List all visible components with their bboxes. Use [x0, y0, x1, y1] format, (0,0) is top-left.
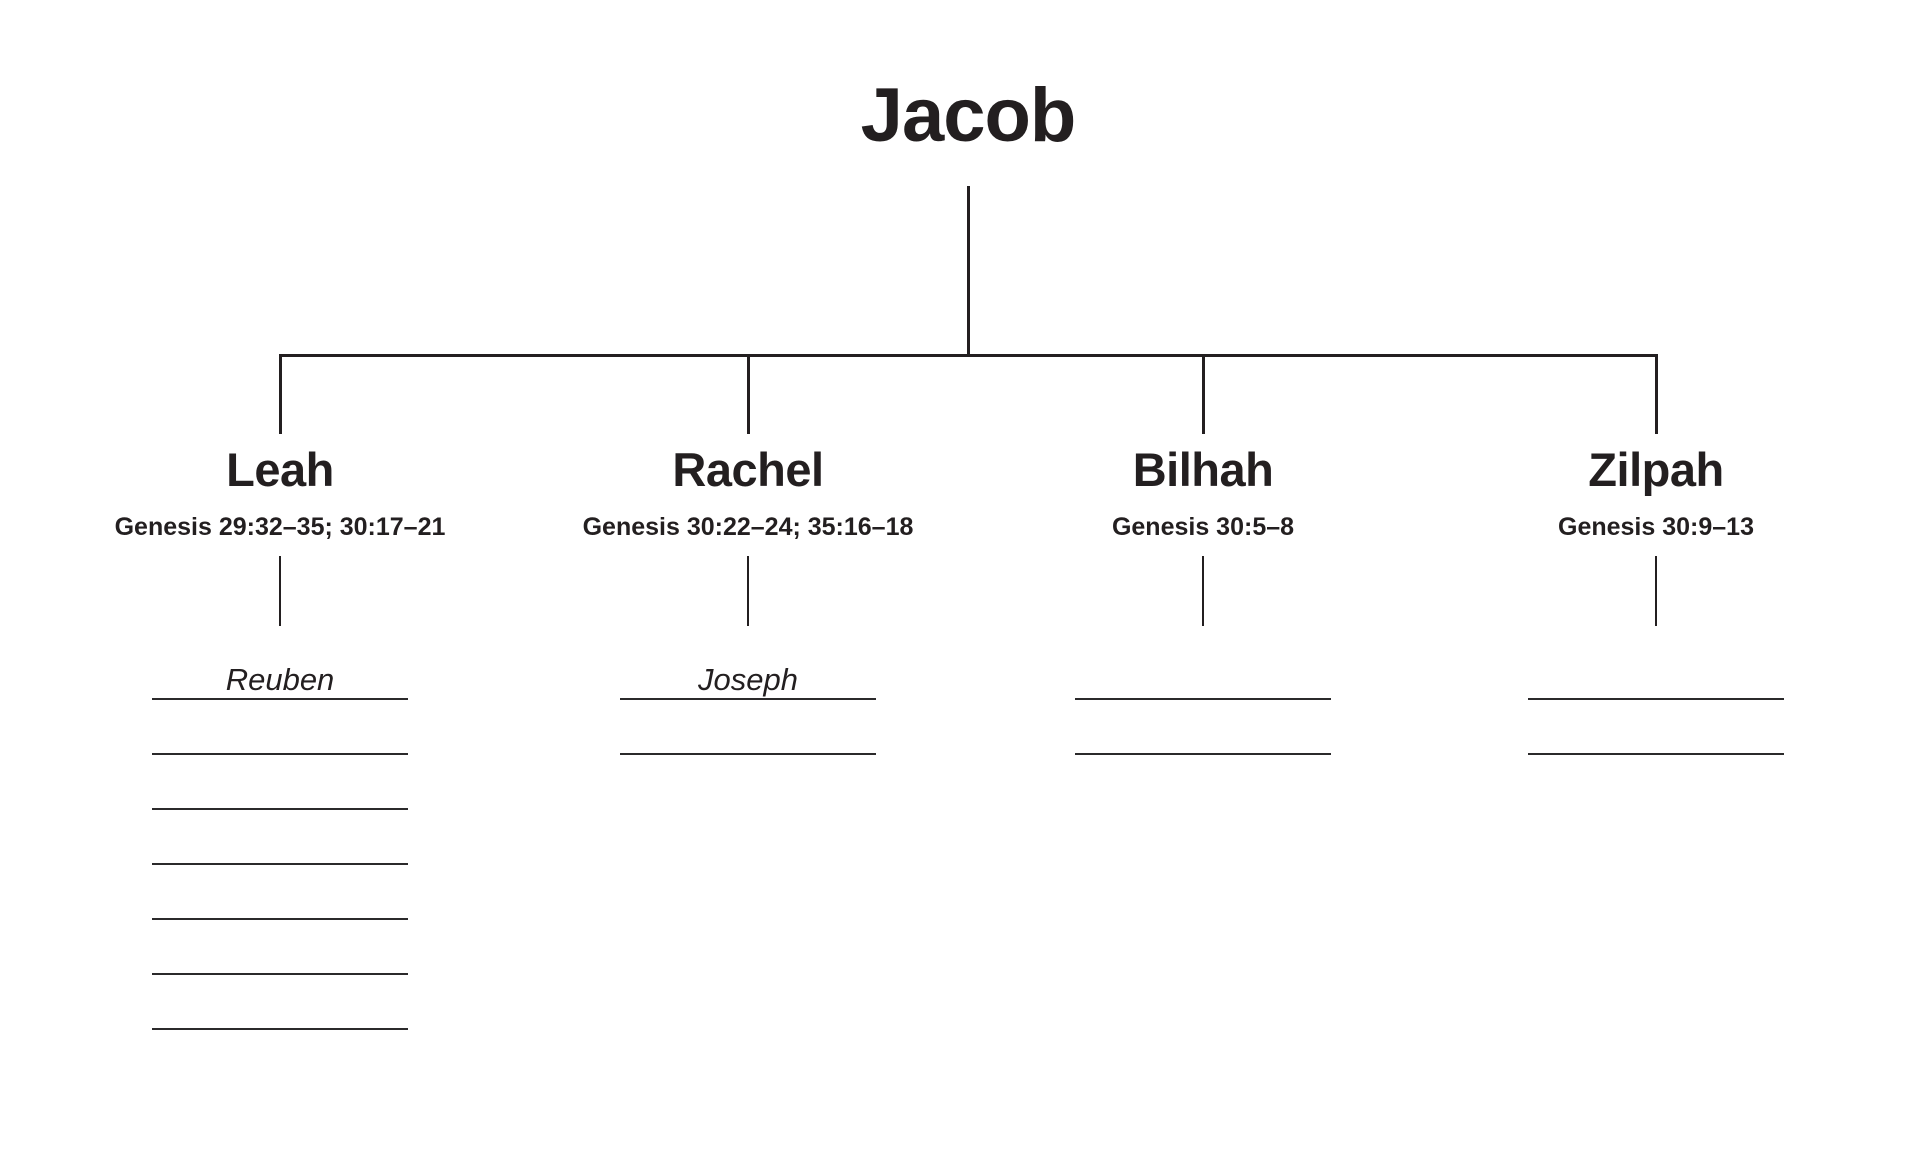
wife-column-bilhah: Bilhah Genesis 30:5–8	[973, 0, 1433, 1151]
children-entry-lines	[1075, 645, 1331, 755]
fill-in-blank-line	[620, 700, 876, 755]
wife-name: Bilhah	[1132, 443, 1274, 496]
root-name-jacob: Jacob	[860, 73, 1077, 158]
child-name-entry: Reuben	[225, 662, 335, 697]
children-entry-lines: Joseph	[620, 645, 876, 755]
fill-in-blank-line	[1075, 645, 1331, 700]
connector-root-drop-line	[967, 186, 970, 354]
connector-column-drop-line	[747, 354, 750, 434]
connector-children-drop-line	[1202, 556, 1204, 626]
children-entry-lines	[1528, 645, 1784, 755]
children-entry-lines: Reuben	[152, 645, 408, 1030]
connector-column-drop-line	[1655, 354, 1658, 434]
wife-name: Leah	[226, 443, 334, 496]
scripture-reference: Genesis 30:22–24; 35:16–18	[582, 513, 914, 541]
fill-in-blank-line: Joseph	[620, 645, 876, 700]
connector-children-drop-line	[1655, 556, 1657, 626]
scripture-reference: Genesis 30:9–13	[1558, 513, 1754, 541]
connector-column-drop-line	[279, 354, 282, 434]
wife-name: Rachel	[672, 443, 824, 496]
fill-in-blank-line	[1528, 645, 1784, 700]
fill-in-blank-line	[152, 810, 408, 865]
fill-in-blank-line	[1528, 700, 1784, 755]
fill-in-blank-line	[152, 700, 408, 755]
wife-name: Zilpah	[1588, 443, 1724, 496]
scripture-reference: Genesis 30:5–8	[1111, 513, 1295, 541]
child-name-entry: Joseph	[698, 662, 798, 697]
fill-in-blank-line: Reuben	[152, 645, 408, 700]
wife-column-rachel: Rachel Genesis 30:22–24; 35:16–18 Joseph	[518, 0, 978, 1151]
connector-column-drop-line	[1202, 354, 1205, 434]
connector-children-drop-line	[279, 556, 281, 626]
wife-column-zilpah: Zilpah Genesis 30:9–13	[1426, 0, 1886, 1151]
scripture-reference: Genesis 29:32–35; 30:17–21	[114, 513, 446, 541]
connector-children-drop-line	[747, 556, 749, 626]
fill-in-blank-line	[152, 975, 408, 1030]
connector-horizontal-bar	[279, 354, 1658, 357]
fill-in-blank-line	[1075, 700, 1331, 755]
fill-in-blank-line	[152, 755, 408, 810]
fill-in-blank-line	[152, 865, 408, 920]
fill-in-blank-line	[152, 920, 408, 975]
wife-column-leah: Leah Genesis 29:32–35; 30:17–21 Reuben	[50, 0, 510, 1151]
